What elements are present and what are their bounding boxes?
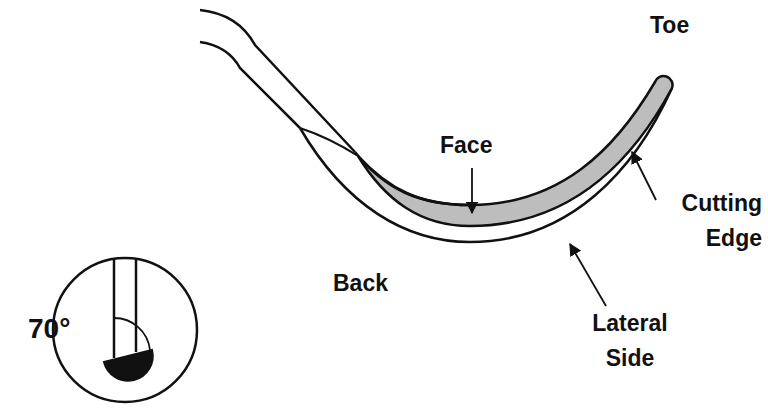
cutting-edge-arrow (632, 152, 656, 200)
blade-face (358, 76, 673, 226)
inset-circle (53, 258, 197, 402)
angle-label: 70° (28, 308, 108, 350)
part-label: Cutting Edge (640, 186, 762, 255)
lateral-side-arrow (570, 244, 606, 306)
inset-shank (135, 259, 138, 352)
inset-blade (104, 350, 153, 381)
shank-line (200, 10, 355, 152)
part-label: Face (440, 128, 510, 163)
angle-arc (114, 318, 150, 350)
shank-line (200, 42, 300, 128)
face-edge (355, 152, 470, 205)
inset-shank (113, 259, 116, 358)
part-label: Back (333, 266, 413, 301)
part-label: Lateral Side (570, 306, 690, 375)
face-arrow (471, 168, 473, 213)
part-label: Toe (650, 8, 720, 43)
